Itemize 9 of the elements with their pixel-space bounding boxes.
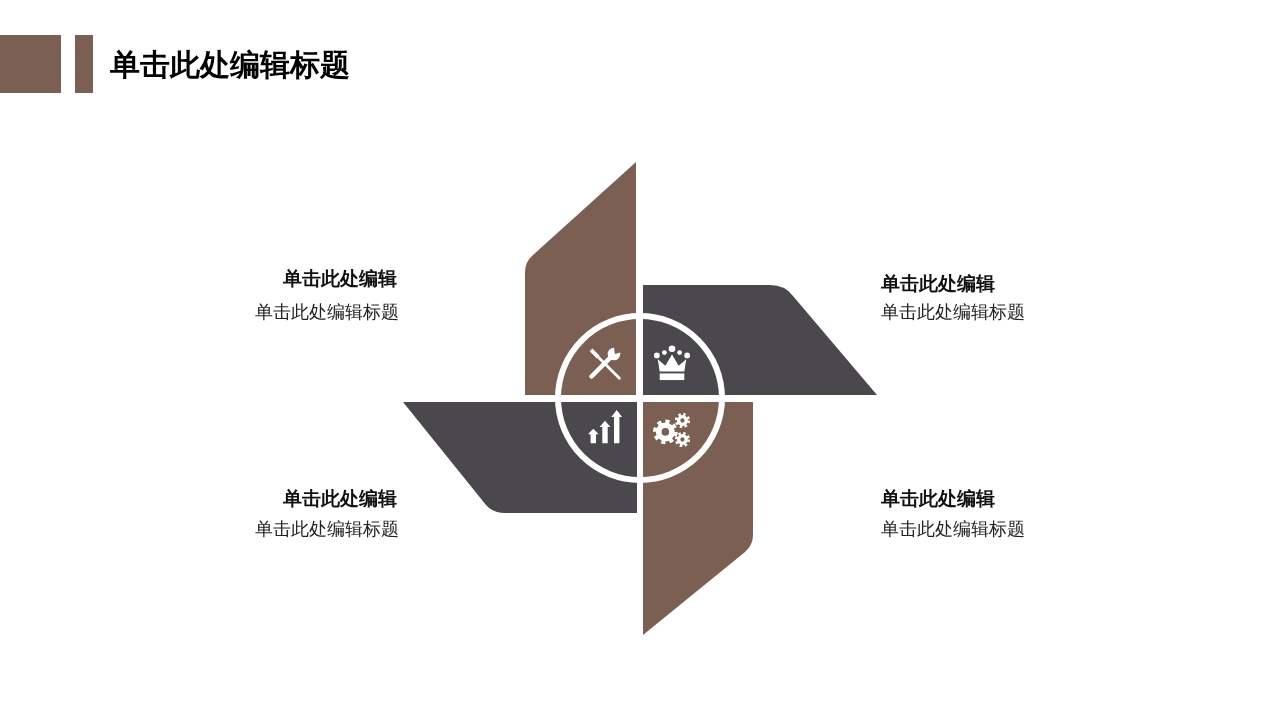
section-heading: 单击此处编辑 — [881, 486, 995, 510]
slide-title: 单击此处编辑标题 — [110, 47, 350, 83]
description-text: 单击此处编辑标题 — [255, 301, 399, 323]
description-text: 单击此处编辑标题 — [881, 518, 1025, 540]
section-heading: 单击此处编辑 — [881, 271, 995, 295]
section-heading: 单击此处编辑 — [283, 486, 397, 510]
description-text: 单击此处编辑标题 — [255, 518, 399, 540]
section-heading: 单击此处编辑 — [283, 266, 397, 290]
description-text: 单击此处编辑标题 — [881, 301, 1025, 323]
